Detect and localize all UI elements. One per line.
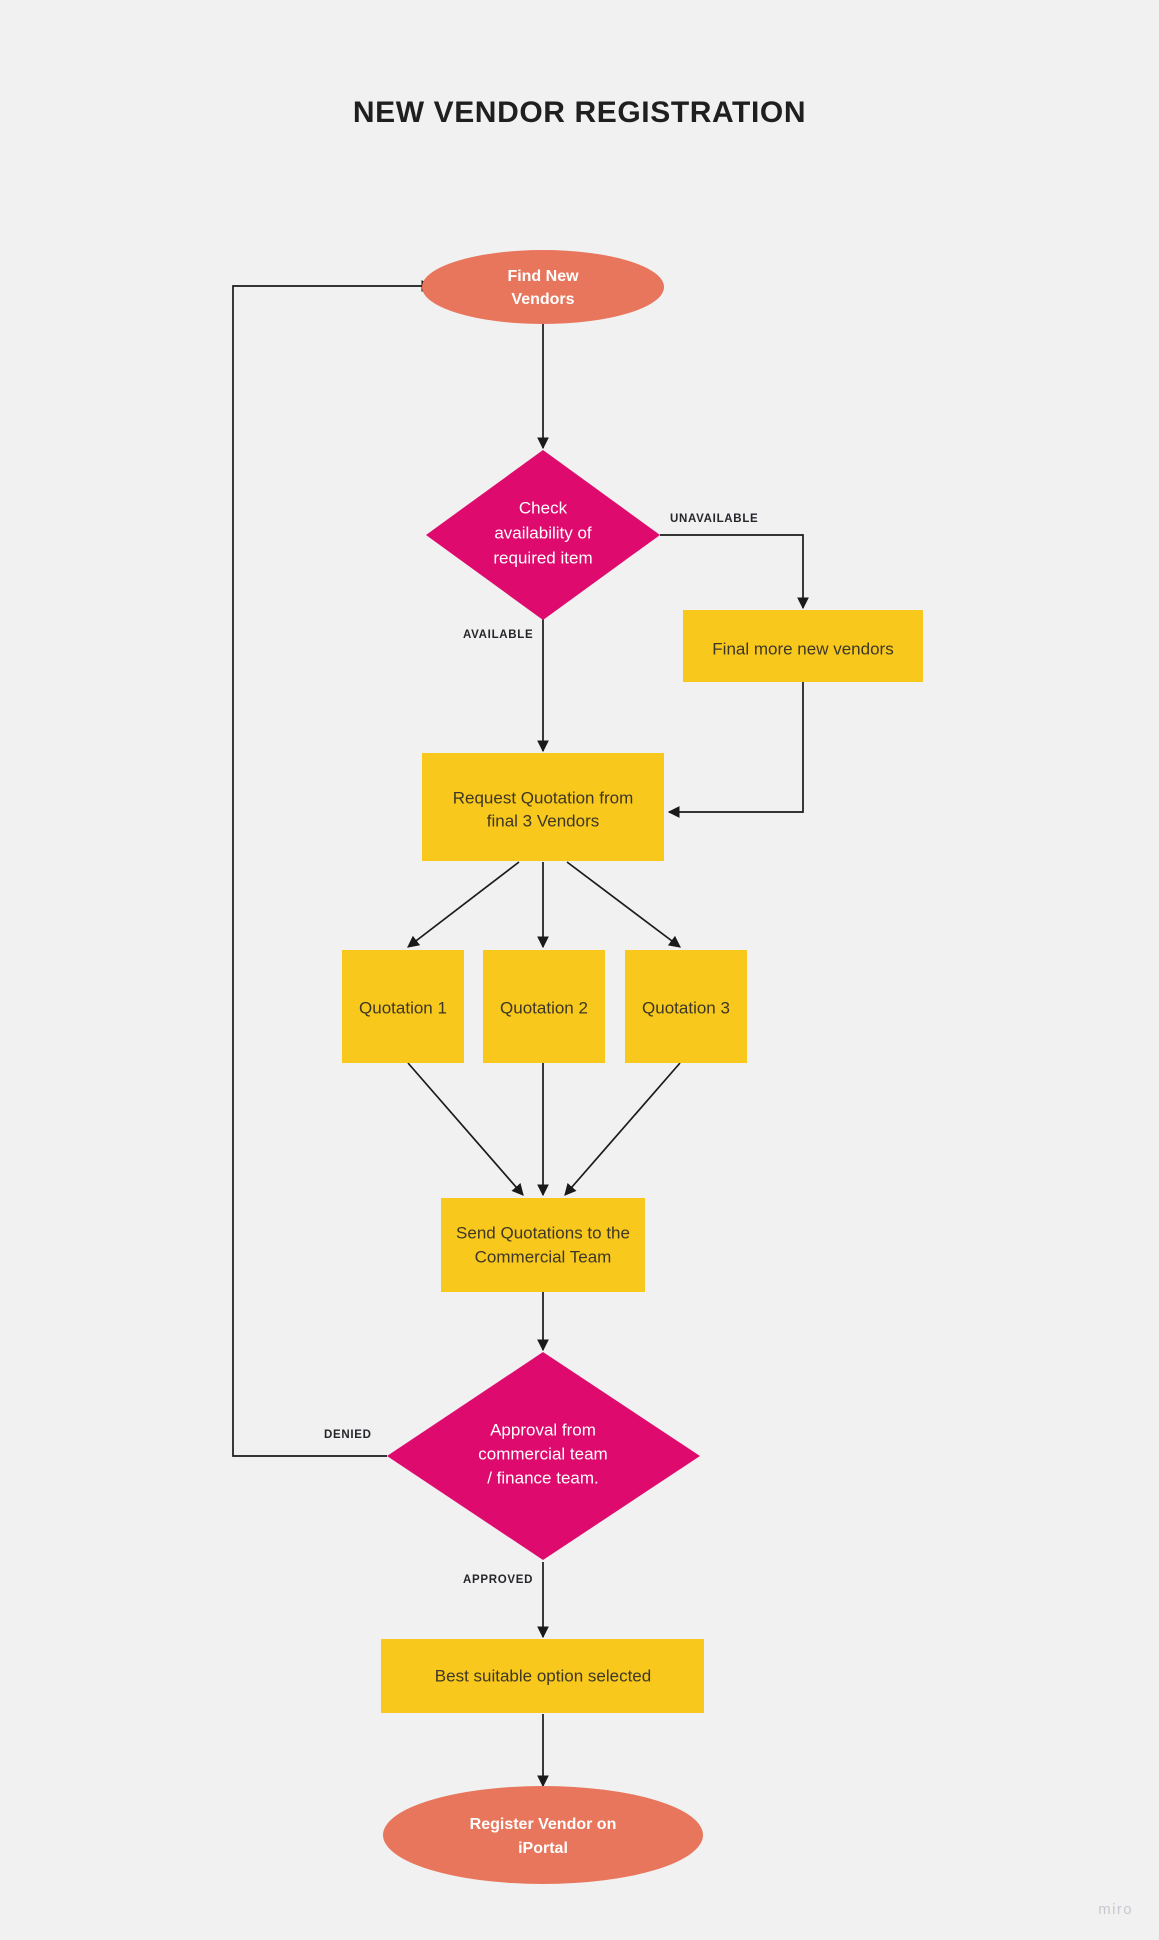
miro-watermark: miro (1098, 1901, 1133, 1918)
check-availability-label-line1: Check (519, 498, 568, 517)
node-quotation-1[interactable]: Quotation 1 (342, 950, 464, 1063)
node-approval[interactable]: Approval from commercial team / finance … (387, 1352, 700, 1560)
quotation-1-rect-shape[interactable] (342, 950, 464, 1063)
node-best-option[interactable]: Best suitable option selected (381, 1639, 704, 1713)
approval-label-line2: commercial team (478, 1444, 607, 1463)
edge-label-approved: APPROVED (463, 1574, 533, 1586)
start-label-line2: Vendors (511, 291, 574, 308)
quotation-2-rect-shape[interactable] (483, 950, 605, 1063)
page-title: NEW VENDOR REGISTRATION (352, 96, 807, 129)
find-more-vendors-rect-shape[interactable] (683, 610, 923, 682)
end-ellipse-shape[interactable] (383, 1786, 703, 1884)
node-start[interactable]: Find New Vendors (422, 250, 664, 324)
end-label-line2: iPortal (518, 1840, 568, 1857)
edge-quotation-3-to-send (564, 1062, 681, 1196)
request-quotation-label-line2: final 3 Vendors (487, 811, 599, 830)
edge-request-to-quotation-1 (407, 861, 520, 948)
edge-label-available: AVAILABLE (463, 629, 533, 641)
start-ellipse-shape[interactable] (422, 250, 664, 324)
best-option-label: Best suitable option selected (435, 1666, 651, 1685)
approval-label-line1: Approval from (490, 1420, 596, 1439)
node-find-more-vendors[interactable]: Final more new vendors (683, 610, 923, 682)
node-end[interactable]: Register Vendor on iPortal (383, 1786, 703, 1884)
approval-diamond-shape[interactable] (387, 1352, 700, 1560)
edge-request-to-quotation-3 (566, 861, 681, 948)
edge-quotation-1-to-send (407, 1062, 524, 1196)
send-quotations-rect-shape[interactable] (441, 1198, 645, 1292)
quotation-1-label: Quotation 1 (359, 998, 447, 1017)
quotation-3-rect-shape[interactable] (625, 950, 747, 1063)
quotation-3-label: Quotation 3 (642, 998, 730, 1017)
node-check-availability[interactable]: Check availability of required item (426, 450, 660, 620)
check-availability-diamond-shape[interactable] (426, 450, 660, 620)
approval-label-line3: / finance team. (487, 1468, 599, 1487)
check-availability-label-line2: availability of (494, 523, 592, 542)
node-quotation-2[interactable]: Quotation 2 (483, 950, 605, 1063)
edge-find-more-to-request-quotation (667, 682, 804, 818)
node-request-quotation[interactable]: Request Quotation from final 3 Vendors (422, 753, 664, 861)
edge-check-to-find-more (660, 534, 809, 610)
end-label-line1: Register Vendor on (470, 1816, 617, 1833)
node-send-quotations[interactable]: Send Quotations to the Commercial Team (441, 1198, 645, 1292)
send-quotations-label-line2: Commercial Team (475, 1247, 612, 1266)
request-quotation-label-line1: Request Quotation from (453, 788, 633, 807)
check-availability-label-line3: required item (493, 548, 592, 567)
quotation-2-label: Quotation 2 (500, 998, 588, 1017)
edge-label-denied: DENIED (324, 1429, 372, 1441)
start-label-line1: Find New (507, 268, 579, 285)
flowchart-edge-labels: UNAVAILABLE AVAILABLE DENIED APPROVED (324, 513, 758, 1586)
node-quotation-3[interactable]: Quotation 3 (625, 950, 747, 1063)
edge-label-unavailable: UNAVAILABLE (670, 513, 758, 525)
send-quotations-label-line1: Send Quotations to the (456, 1223, 630, 1242)
best-option-rect-shape[interactable] (381, 1639, 704, 1713)
edge-approval-denied-to-start (232, 280, 434, 1457)
find-more-vendors-label: Final more new vendors (712, 639, 893, 658)
flowchart-connectors (232, 280, 809, 1788)
request-quotation-rect-shape[interactable] (422, 753, 664, 861)
